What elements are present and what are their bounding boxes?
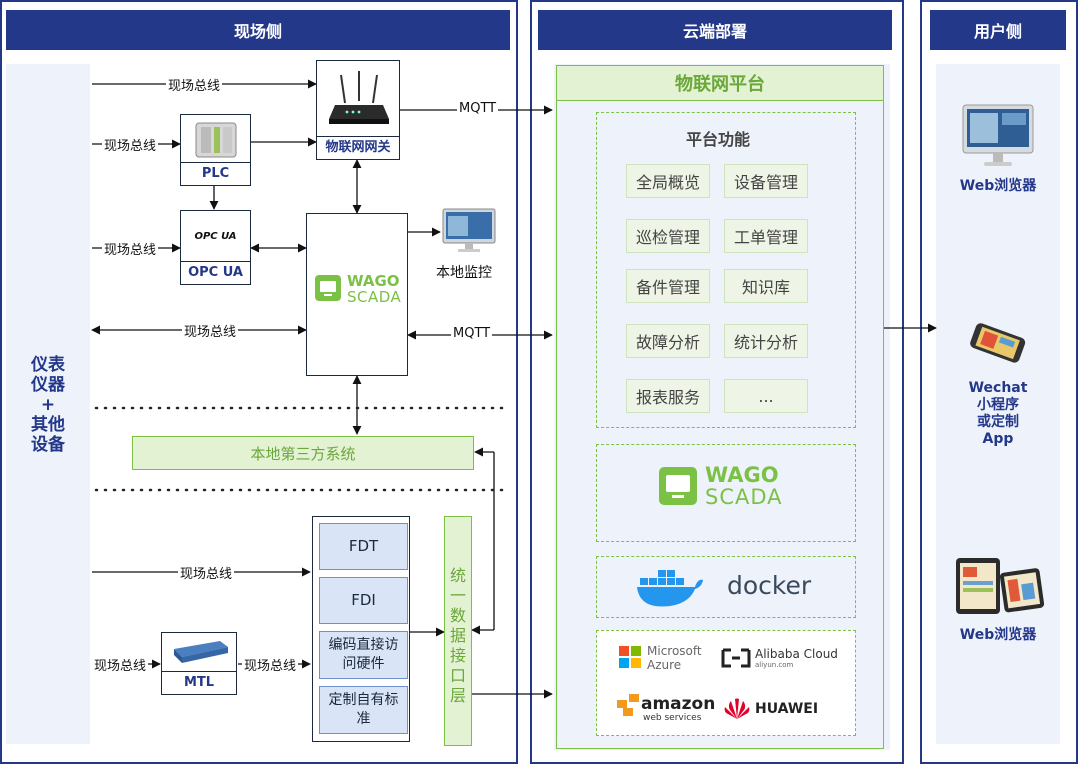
user-header: 用户侧: [930, 10, 1066, 50]
instruments-line-5: 设备: [31, 435, 65, 455]
mtl-icon: [174, 641, 228, 663]
platform-functions-area: [596, 112, 856, 428]
fdi-block: FDI: [319, 577, 408, 624]
function-work-order: 工单管理: [724, 219, 808, 253]
instruments-column: [6, 64, 90, 744]
local-scada-node: WAGO SCADA: [306, 213, 408, 376]
interface-char-5: 接: [449, 646, 466, 665]
wago-scada-logo-local: WAGO SCADA: [315, 272, 405, 306]
plc-caption: PLC: [181, 162, 250, 185]
cloud-scada-area: WAGO SCADA: [596, 444, 856, 542]
tablet-icon: [956, 558, 1045, 614]
iot-platform-title: 物联网平台: [556, 65, 884, 101]
scada-name-local: SCADA: [347, 288, 402, 306]
fieldbus-label-gateway: 现场总线: [166, 75, 223, 94]
function-spare-parts: 备件管理: [626, 269, 710, 303]
third-party-system: 本地第三方系统: [132, 436, 474, 470]
alibaba-name: Alibaba Cloud: [755, 647, 838, 661]
aliyun-name: aliyun.com: [755, 661, 794, 669]
fdt-block: FDT: [319, 523, 408, 570]
interface-char-7: 层: [449, 686, 466, 705]
instruments-label: 仪表 仪器 + 其他 设备: [6, 355, 90, 455]
fieldbus-label-opcua: 现场总线: [102, 239, 159, 258]
function-inspection: 巡检管理: [626, 219, 710, 253]
function-reports: 报表服务: [626, 379, 710, 413]
instruments-line-4: 其他: [31, 415, 65, 435]
interface-char-1: 统: [449, 566, 466, 585]
fieldbus-label-plc: 现场总线: [102, 135, 159, 154]
opcua-logo: OPC UA: [194, 231, 237, 242]
unified-interface-layer: [444, 516, 472, 746]
wechat-app-label: Wechat 小程序 或定制 App: [936, 380, 1060, 448]
function-device-management: 设备管理: [724, 164, 808, 198]
wechat-line-4: App: [982, 431, 1014, 447]
alibaba-logo-icon: [721, 648, 751, 668]
router-icon: [329, 71, 389, 124]
interface-char-6: 口: [449, 666, 466, 685]
instruments-line-1: 仪表: [31, 355, 65, 375]
field-panel: [0, 0, 518, 764]
microsoft-name: Microsoft: [647, 644, 702, 658]
wechat-line-2: 小程序: [977, 397, 1019, 413]
plc-icon: [195, 122, 237, 158]
instruments-line-3: +: [40, 395, 56, 415]
huawei-name: HUAWEI: [755, 701, 819, 717]
wago-brand-cloud: WAGO: [705, 463, 779, 487]
opcua-node: OPC UA OPC UA: [180, 210, 251, 285]
iot-gateway-caption: 物联网网关: [317, 136, 399, 159]
interface-char-4: 据: [449, 626, 466, 645]
direct-hardware-block: 编码直接访问硬件: [319, 631, 408, 679]
fieldbus-label-group: 现场总线: [178, 563, 235, 582]
local-monitor-label: 本地监控: [436, 265, 492, 281]
smartphone-icon: [970, 323, 1026, 363]
scada-icon: [315, 275, 341, 301]
fieldbus-label-scada: 现场总线: [182, 321, 239, 340]
function-knowledge-base: 知识库: [724, 269, 808, 303]
mtl-caption: MTL: [162, 671, 236, 694]
opcua-caption: OPC UA: [181, 261, 250, 284]
docker-wordmark: docker: [727, 571, 812, 600]
docker-whale-icon: [637, 570, 703, 607]
fieldbus-label-mtl-in: 现场总线: [92, 655, 149, 674]
fieldbus-label-mtl-out: 现场总线: [242, 655, 299, 674]
custom-standard-block: 定制自有标准: [319, 686, 408, 734]
user-web-browser-2: Web浏览器: [959, 627, 1037, 643]
cloud-panel: [530, 0, 904, 764]
user-web-browser-1: Web浏览器: [959, 178, 1037, 194]
amazon-name: amazon: [641, 694, 716, 714]
interface-char-2: 一: [449, 586, 466, 605]
user-column: [936, 64, 1060, 744]
mqtt-label-gateway: MQTT: [457, 101, 499, 116]
mqtt-label-scada: MQTT: [451, 326, 493, 341]
instruments-line-2: 仪器: [31, 375, 65, 395]
function-more: ...: [724, 379, 808, 413]
function-fault-analysis: 故障分析: [626, 324, 710, 358]
azure-name: Azure: [647, 658, 682, 672]
monitor-icon: [442, 208, 496, 252]
function-overview: 全局概览: [626, 164, 710, 198]
field-header: 现场侧: [6, 10, 510, 50]
aws-boxes-icon: [617, 694, 639, 716]
cloud-providers-area: Microsoft Azure Alibaba Cloud aliyun.com…: [596, 630, 856, 736]
docker-area: docker: [596, 556, 856, 618]
wechat-line-1: Wechat: [968, 380, 1028, 396]
desktop-monitor-icon: [962, 104, 1034, 166]
user-panel: [920, 0, 1078, 764]
cloud-header: 云端部署: [538, 10, 892, 50]
mtl-node: MTL: [161, 632, 237, 695]
microsoft-logo-icon: [619, 646, 641, 668]
function-statistics: 统计分析: [724, 324, 808, 358]
unified-interface-label: 统 一 数 据 接 口 层: [444, 566, 472, 706]
wechat-line-3: 或定制: [977, 414, 1019, 430]
wago-brand-local: WAGO: [347, 272, 400, 290]
aws-name: web services: [643, 713, 702, 723]
huawei-logo-icon: [724, 698, 750, 719]
plc-node: PLC: [180, 114, 251, 186]
scada-name-cloud: SCADA: [705, 485, 783, 509]
interface-char-3: 数: [449, 606, 466, 625]
platform-functions-title: 平台功能: [685, 130, 750, 149]
scada-icon-cloud: [659, 467, 697, 505]
iot-gateway-node: 物联网网关: [316, 60, 400, 160]
